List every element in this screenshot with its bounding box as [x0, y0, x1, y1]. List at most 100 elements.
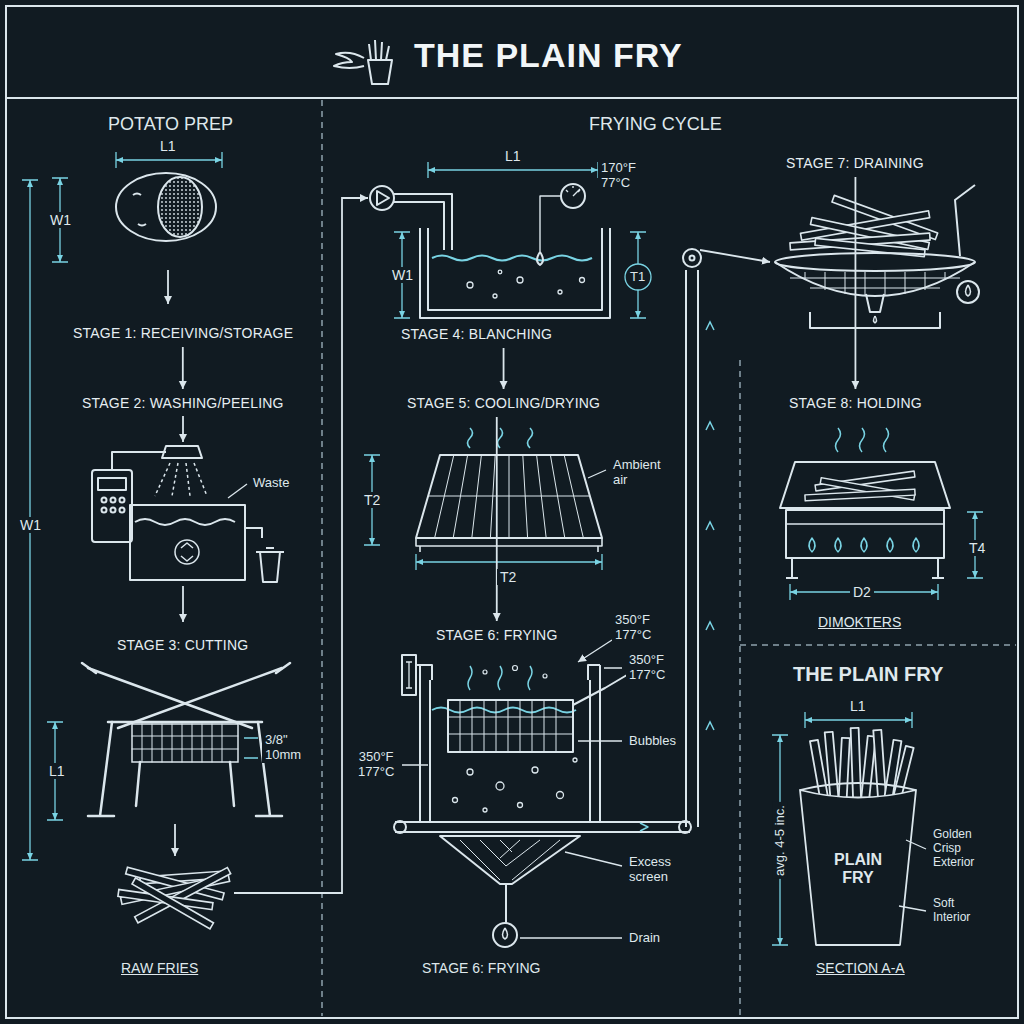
fries-carton — [899, 840, 926, 911]
washing-machine — [175, 540, 199, 564]
flow-arrow — [174, 824, 176, 856]
dimension-label: avg. 4-5 inc. — [773, 802, 788, 879]
blanching-tank — [580, 278, 585, 283]
blanching-tank — [558, 290, 562, 294]
potato — [116, 173, 216, 241]
washing-machine — [112, 452, 166, 470]
washing-machine — [256, 548, 284, 582]
deep-fryer — [573, 672, 632, 705]
dimension-line — [22, 152, 983, 945]
deep-fryer — [448, 700, 573, 752]
raw-fries — [118, 867, 231, 929]
deep-fryer — [394, 640, 691, 947]
raw-fries — [132, 878, 213, 929]
washing-machine — [181, 543, 193, 561]
frame — [6, 97, 1018, 99]
flow-arrow — [167, 270, 169, 304]
fry-cutter — [132, 724, 238, 762]
section-caption: RAW FRIES — [118, 960, 201, 976]
deep-fryer — [448, 700, 573, 752]
dimension-label: L1 — [157, 138, 179, 154]
stage-text: STAGE 3: CUTTING — [117, 637, 248, 653]
dimension-label: T4 — [966, 540, 988, 556]
stage-label: STAGE 3: CUTTING — [113, 635, 252, 655]
fry-cutter — [82, 663, 290, 673]
stage-label: STAGE 1: RECEIVING/STORAGE — [69, 323, 297, 343]
flow-arrow — [182, 586, 184, 622]
blanching-tank — [517, 277, 523, 283]
deep-fryer — [467, 769, 473, 775]
temperature-label: 350°F 177°C — [612, 613, 654, 643]
frame — [6, 6, 1018, 1018]
callout-label: Waste — [250, 476, 292, 491]
fries-logo — [368, 60, 392, 84]
deep-fryer — [460, 840, 560, 880]
stage-label: STAGE 5: COOLING/DRYING — [403, 393, 604, 413]
deep-fryer — [416, 665, 600, 822]
dimension-label: 3/8" 10mm — [262, 733, 304, 763]
flow-arrow — [503, 348, 505, 389]
holding-station — [786, 510, 944, 558]
dimension-label: W1 — [47, 212, 74, 228]
blanching-tank — [498, 270, 502, 274]
panel-divider — [739, 360, 741, 1016]
section-caption: SECTION A-A — [813, 960, 908, 976]
fry-cutter — [108, 721, 262, 724]
deep-fryer — [402, 655, 416, 695]
conveyor — [690, 256, 695, 261]
cooling-rack — [416, 428, 606, 552]
dimension-line — [625, 264, 651, 290]
fries-logo — [369, 40, 389, 60]
conveyor — [683, 249, 714, 827]
section-caption: DIMOKTERS — [815, 614, 904, 630]
dimension-label: W1 — [389, 267, 416, 283]
conveyor — [686, 270, 698, 827]
potato — [133, 194, 146, 226]
holding-station — [809, 538, 919, 552]
washing-machine — [162, 446, 202, 458]
callout-label: Excess screen — [626, 855, 674, 885]
blanching-tank — [561, 184, 585, 208]
fries-carton — [800, 728, 926, 945]
holding-station — [786, 558, 944, 578]
flow-arrow — [182, 347, 184, 389]
flow-arrow — [182, 416, 184, 442]
washing-machine — [111, 508, 116, 513]
blanching-tank — [537, 252, 543, 265]
deep-fryer — [640, 823, 648, 831]
dimension-line — [805, 712, 912, 728]
draining-basket — [874, 316, 877, 323]
fry-cutter — [88, 722, 282, 816]
fries-carton — [851, 728, 862, 808]
deep-fryer — [493, 923, 517, 947]
conveyor — [706, 322, 714, 730]
flow-arrow — [855, 177, 857, 389]
fries-logo — [334, 53, 364, 68]
deep-fryer — [432, 708, 576, 713]
draining-basket — [775, 262, 975, 296]
dimension-label: L1 — [502, 148, 524, 164]
dimension-line — [428, 162, 598, 178]
blanching-tank — [432, 256, 592, 261]
holding-station — [836, 428, 889, 452]
section-caption: STAGE 6: FRYING — [419, 960, 544, 976]
deep-fryer — [578, 640, 612, 662]
blanching-tank — [566, 186, 580, 196]
washing-machine — [120, 498, 125, 503]
deep-fryer — [394, 821, 406, 833]
deep-fryer — [406, 662, 412, 688]
washing-machine — [228, 484, 247, 498]
fry-cutter — [82, 663, 290, 816]
section-heading: POTATO PREP — [105, 114, 236, 135]
washing-machine — [92, 470, 132, 542]
dimension-label: L1 — [46, 763, 68, 779]
frame — [6, 6, 1018, 1018]
dimension-line — [416, 554, 602, 570]
deep-fryer — [503, 928, 508, 939]
callout-label: Soft Interior — [930, 897, 973, 925]
cooling-rack — [416, 538, 602, 552]
deep-fryer — [532, 767, 538, 773]
potato — [158, 177, 202, 237]
dimension-line — [244, 738, 258, 758]
dimension-label: L1 — [847, 698, 869, 714]
